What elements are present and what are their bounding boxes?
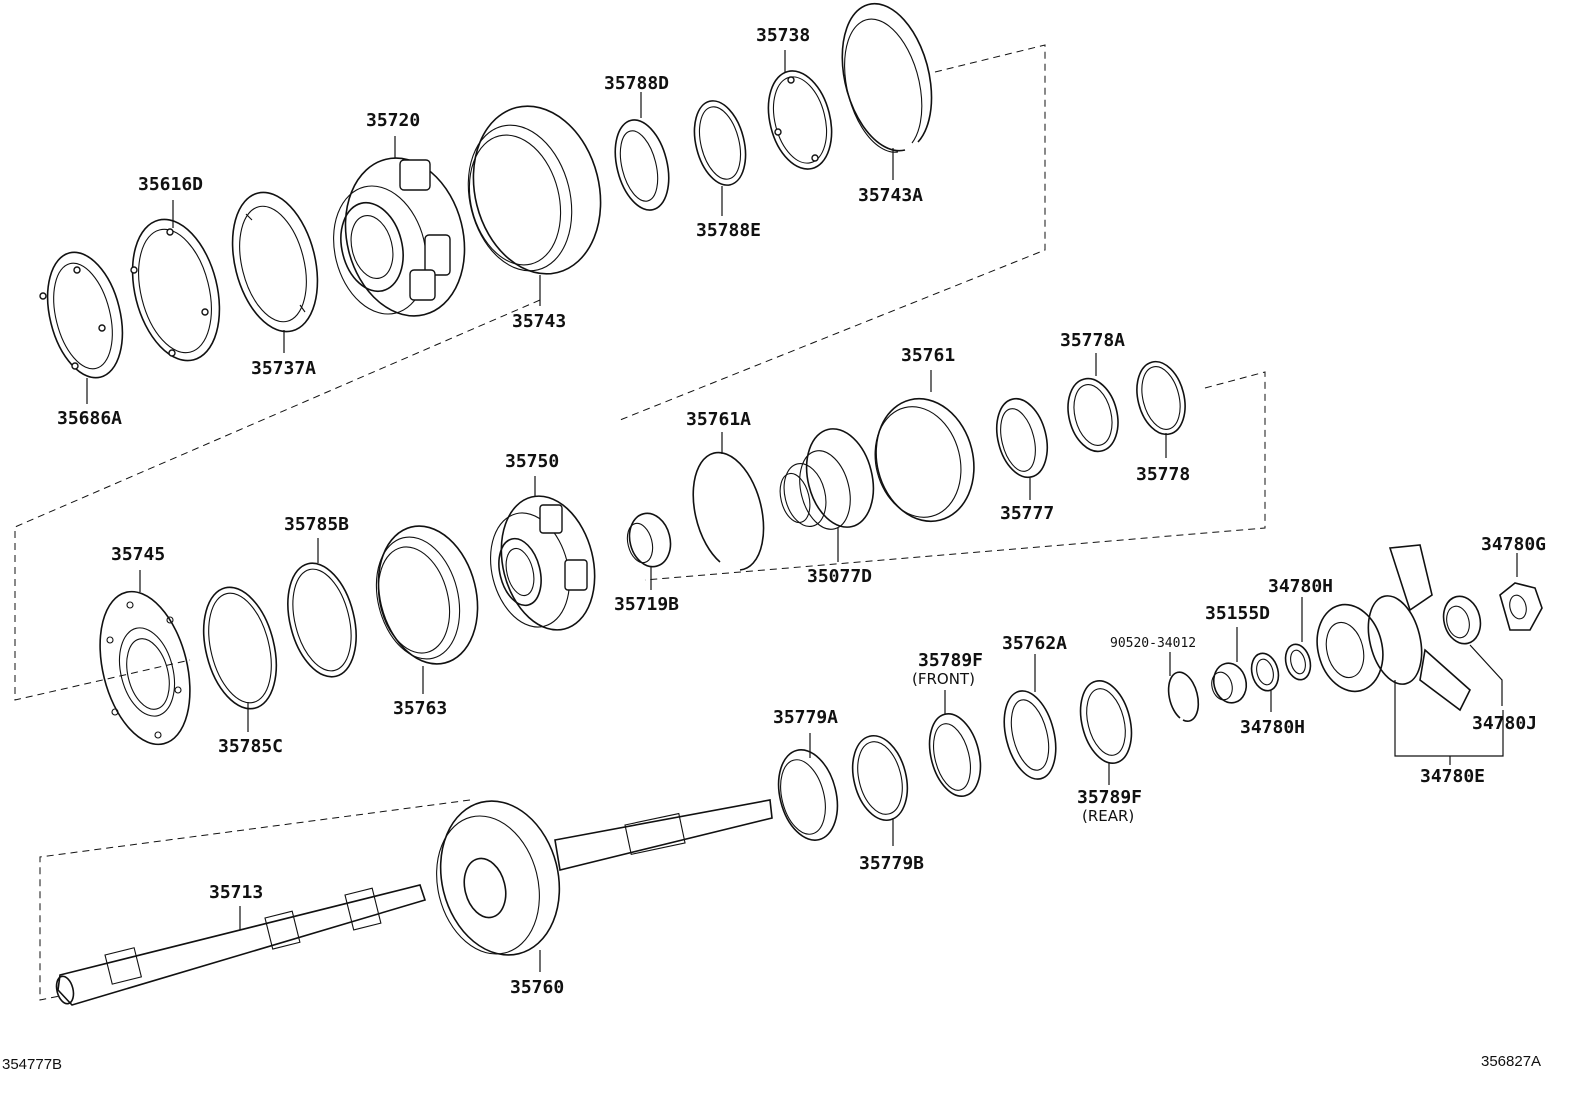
label-35616D: 35616D	[138, 174, 204, 195]
label-35779A: 35779A	[773, 707, 839, 728]
part-35785C-drawing	[202, 586, 278, 710]
part-35777-drawing	[995, 397, 1049, 479]
label-35761A: 35761A	[686, 409, 752, 430]
part-35760-drawing	[436, 799, 773, 956]
part-90520-drawing	[1167, 671, 1200, 722]
part-34780H-bottom-drawing	[1250, 652, 1280, 692]
group1-outline	[619, 44, 1046, 421]
part-35616D-drawing	[130, 218, 221, 362]
part-35779A-drawing	[777, 749, 839, 841]
part-35686A-drawing	[39, 251, 124, 379]
part-35763-drawing	[375, 525, 479, 665]
part-35761A-drawing	[692, 451, 765, 571]
label-35763: 35763	[393, 698, 448, 719]
label-35785B: 35785B	[284, 514, 350, 535]
part-35788E-drawing	[693, 100, 747, 186]
label-35743: 35743	[512, 311, 567, 332]
part-35779B-drawing	[851, 735, 909, 821]
label-35778: 35778	[1136, 464, 1191, 485]
label-35745: 35745	[111, 544, 166, 565]
part-34780E-drawing	[1316, 544, 1471, 712]
label-35789F-front: 35789F	[918, 650, 984, 671]
label-34780H-bottom: 34780H	[1240, 717, 1306, 738]
label-35720: 35720	[366, 110, 421, 131]
group3-outline	[39, 799, 471, 1001]
group2-outline-left	[14, 299, 541, 701]
part-35789F-front-drawing	[928, 713, 982, 797]
part-35155D-drawing	[1211, 662, 1248, 704]
part-35737A-drawing	[231, 191, 319, 333]
label-35778A: 35778A	[1060, 330, 1126, 351]
part-35789F-rear-drawing	[1079, 680, 1133, 764]
part-35077D-drawing	[779, 428, 875, 530]
label-35789F-rear: 35789F	[1077, 787, 1143, 808]
label-34780J: 34780J	[1472, 713, 1538, 734]
part-35762A-drawing	[1003, 690, 1057, 780]
part-35750-drawing	[489, 495, 596, 631]
leader-lines	[86, 50, 1518, 972]
part-35785B-drawing	[287, 562, 357, 678]
label-34780G: 34780G	[1481, 534, 1547, 555]
label-35760: 35760	[510, 977, 565, 998]
label-35743A: 35743A	[858, 185, 924, 206]
label-35777: 35777	[1000, 503, 1055, 524]
part-35778-drawing	[1136, 360, 1186, 436]
part-35738-drawing	[767, 70, 833, 170]
label-35788D: 35788D	[604, 73, 670, 94]
label-35737A: 35737A	[251, 358, 317, 379]
part-35788D-drawing	[614, 119, 670, 211]
label-35077D: 35077D	[807, 566, 873, 587]
part-35743-drawing	[467, 105, 602, 275]
footer-right-code: 356827A	[1481, 1053, 1542, 1070]
label-35785C: 35785C	[218, 736, 284, 757]
label-34780E: 34780E	[1420, 766, 1486, 787]
label-35761: 35761	[901, 345, 956, 366]
part-34780G-drawing	[1499, 582, 1543, 631]
part-35719B-drawing	[626, 512, 672, 568]
part-34780J-drawing	[1442, 595, 1482, 645]
group2-outline	[644, 371, 1266, 581]
label-34780H-top: 34780H	[1268, 576, 1334, 597]
part-35713-drawing	[55, 884, 427, 1006]
part-35720-drawing	[333, 157, 466, 317]
footer-left-code: 354777B	[2, 1056, 63, 1073]
label-35762A: 35762A	[1002, 633, 1068, 654]
part-35743A-drawing	[841, 2, 933, 153]
label-35750: 35750	[505, 451, 560, 472]
label-35713: 35713	[209, 882, 264, 903]
part-35745-drawing	[99, 590, 191, 746]
label-35155D: 35155D	[1205, 603, 1271, 624]
label-35738: 35738	[756, 25, 811, 46]
label-35686A: 35686A	[57, 408, 123, 429]
part-34780H-top-drawing	[1284, 643, 1312, 681]
label-35788E: 35788E	[696, 220, 762, 241]
note-front: (FRONT)	[912, 670, 975, 688]
label-35719B: 35719B	[614, 594, 680, 615]
label-90520-34012: 90520-34012	[1110, 636, 1197, 651]
part-35778A-drawing	[1067, 377, 1119, 453]
note-rear: (REAR)	[1082, 807, 1135, 825]
part-35761-drawing	[874, 397, 975, 523]
label-35779B: 35779B	[859, 853, 925, 874]
